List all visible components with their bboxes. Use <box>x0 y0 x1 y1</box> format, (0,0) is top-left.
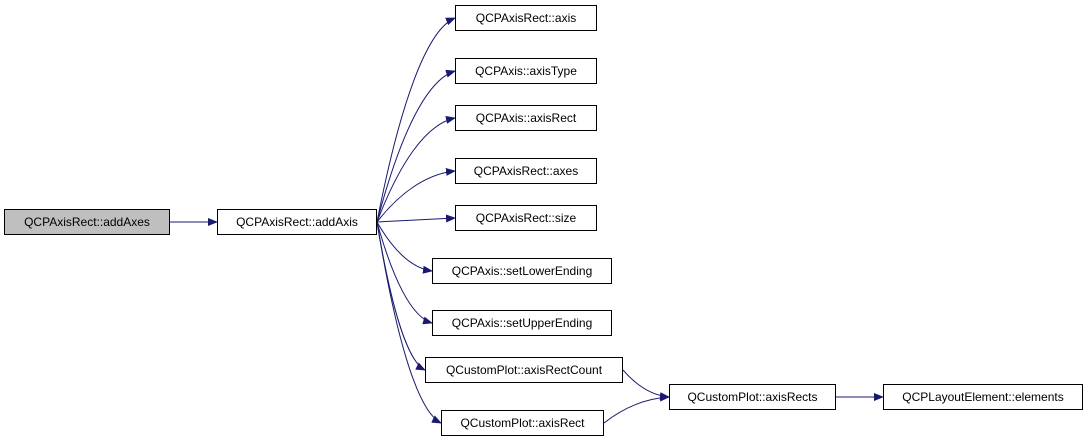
edge-addAxis-to-size <box>376 214 456 223</box>
edge-addAxis-to-axisType <box>376 69 456 223</box>
node-size[interactable]: QCPAxisRect::size <box>455 205 597 231</box>
node-elements[interactable]: QCPLayoutElement::elements <box>883 384 1083 410</box>
node-setUpperEnding[interactable]: QCPAxis::setUpperEnding <box>432 310 612 336</box>
node-axisRect[interactable]: QCPAxis::axisRect <box>455 105 597 131</box>
edge-addAxis-to-axis <box>376 17 456 223</box>
node-cpAxisRect[interactable]: QCustomPlot::axisRect <box>441 410 604 436</box>
node-axes[interactable]: QCPAxisRect::axes <box>455 158 597 184</box>
node-axis[interactable]: QCPAxisRect::axis <box>455 5 597 31</box>
node-axisType[interactable]: QCPAxis::axisType <box>455 58 597 84</box>
edge-axisRectCount-to-axisRects <box>622 369 670 401</box>
edge-cpAxisRect-to-axisRects <box>603 393 670 424</box>
node-addAxis[interactable]: QCPAxisRect::addAxis <box>217 209 377 235</box>
edge-addAxis-to-setLowerEnding <box>376 221 433 274</box>
edge-addAxis-to-axisRectCount <box>376 221 426 371</box>
edge-addAxis-to-setUpperEnding <box>376 221 433 325</box>
edge-addAxis-to-axes <box>376 167 456 223</box>
edge-addAxis-to-axisRect <box>376 115 456 223</box>
node-root: QCPAxisRect::addAxes <box>4 209 170 235</box>
node-axisRectCount[interactable]: QCustomPlot::axisRectCount <box>425 357 623 383</box>
edge-addAxis-to-cpAxisRect <box>376 221 442 424</box>
node-setLowerEnding[interactable]: QCPAxis::setLowerEnding <box>432 258 612 284</box>
node-axisRects[interactable]: QCustomPlot::axisRects <box>669 384 836 410</box>
